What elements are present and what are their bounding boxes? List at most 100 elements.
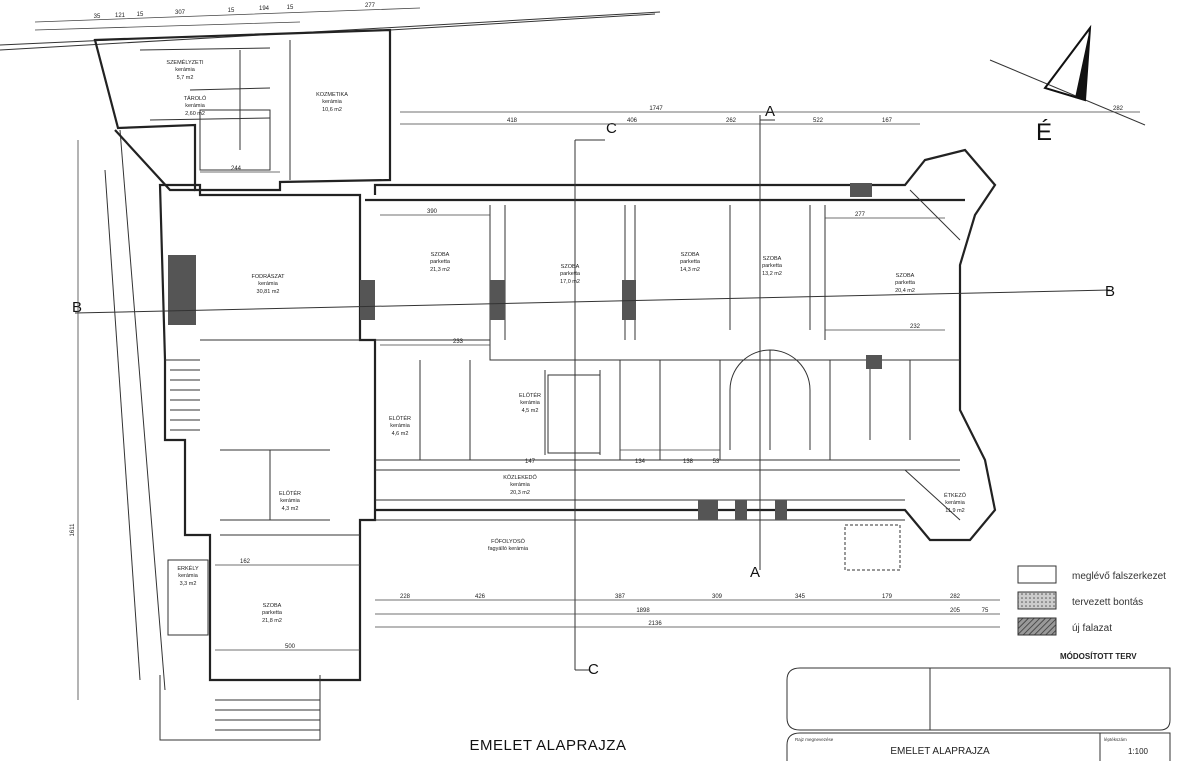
dimension-label: 390 (427, 209, 438, 215)
legend: meglévő falszerkezet tervezett bontás új… (1017, 565, 1166, 661)
dimension-label: 244 (231, 166, 242, 172)
section-a-top: A (765, 103, 775, 120)
room-label-text: 11,9 m2 (945, 508, 964, 514)
room-label-text: 2,60 m2 (185, 111, 205, 117)
dimension-label: 1747 (649, 106, 663, 112)
room-label-text: tervezett bontás (1072, 597, 1143, 608)
room-label-text: 30,81 m2 (257, 289, 280, 295)
room-label-text: 14,3 m2 (680, 267, 700, 273)
dimension-label: 309 (712, 594, 723, 600)
room-label-text: ELŐTÉR (519, 392, 541, 399)
dimension-label: 15 (228, 8, 235, 14)
room-label-text: kerámia (185, 103, 206, 109)
dimension-label: 426 (475, 594, 486, 600)
dimension-label: 262 (726, 118, 737, 124)
room-label-text: parketta (560, 271, 581, 277)
dimension-label: 75 (982, 608, 989, 614)
elevator-shaft (547, 374, 601, 454)
room-label-text: parketta (680, 259, 701, 265)
section-b-right: B (1105, 283, 1115, 300)
room-label-text: SZOBA (763, 256, 782, 262)
title-block-scale: 1:100 (1128, 747, 1149, 756)
dimension-label: 2136 (648, 621, 662, 627)
title-block-label: Rajz megnevezése (795, 737, 834, 742)
room-label-text: KOZMETIKA (316, 92, 348, 98)
site-boundary-lines (0, 11, 1146, 691)
room-label-text: SZEMÉLYZETI (166, 59, 204, 66)
room-label-text: ERKÉLY (177, 565, 199, 572)
dimension-label: 138 (683, 459, 694, 465)
dimension-label: 147 (525, 459, 536, 465)
legend-item-new-wall: új falazat (1017, 617, 1112, 636)
room-label-text: SZOBA (681, 252, 700, 258)
dimension-label: 35 (94, 14, 101, 20)
room-label-text: kerámia (510, 482, 531, 488)
new-wall-hatch (168, 255, 196, 325)
room-label-text: SZOBA (896, 273, 915, 279)
room-label-text: kerámia (322, 99, 343, 105)
room-label-text: fagyálló kerámia (488, 546, 529, 552)
room-label-text: 10,6 m2 (322, 107, 342, 113)
room-label-text: ÉTKEZŐ (944, 492, 967, 499)
dimension-label: 232 (910, 324, 921, 330)
room-label-text: 3,3 m2 (180, 581, 197, 587)
room-label-text: 17,0 m2 (560, 279, 580, 285)
dimension-label: 277 (365, 3, 376, 9)
room-label-text: KÖZLEKEDŐ (503, 474, 537, 481)
dimension-label: 167 (882, 118, 893, 124)
legend-item-demolition: tervezett bontás (1017, 591, 1143, 610)
room-label-text: parketta (895, 280, 916, 286)
west-wing-walls (158, 183, 377, 741)
dimension-label: 1898 (636, 608, 650, 614)
main-building-walls (360, 148, 997, 571)
room-label-text: 20,4 m2 (895, 288, 915, 294)
legend-item-existing: meglévő falszerkezet (1017, 565, 1166, 584)
dimension-label: 500 (285, 644, 296, 650)
room-label-text: SZOBA (561, 264, 580, 270)
room-label-text: SZOBA (431, 252, 450, 258)
dimension-label: 282 (950, 594, 961, 600)
dimension-label: 205 (950, 608, 961, 614)
modified-plan-note: MÓDOSÍTOTT TERV (1060, 652, 1137, 661)
north-label: É (1036, 119, 1052, 146)
north-wing-walls (93, 28, 392, 192)
dimension-label: 134 (635, 459, 646, 465)
dimension-label: 277 (855, 212, 866, 218)
room-label-text: kerámia (175, 67, 196, 73)
section-a-bottom: A (750, 564, 760, 581)
room-label-text: új falazat (1072, 623, 1112, 634)
room-label-text: ELŐTÉR (279, 490, 301, 497)
north-arrow: É (1036, 24, 1092, 146)
room-label-text: 4,6 m2 (392, 431, 409, 437)
room-label-text: FŐFOLYOSÓ (491, 538, 526, 545)
room-label-text: parketta (762, 263, 783, 269)
section-c-top: C (606, 120, 617, 137)
dimension-label: 345 (795, 594, 806, 600)
dimension-label: 282 (1113, 106, 1124, 112)
room-label-text: kerámia (520, 400, 541, 406)
room-label-text: 21,8 m2 (262, 618, 282, 624)
room-label-text: parketta (262, 610, 283, 616)
room-label-text: TÁROLÓ (184, 95, 207, 102)
dimension-label: 522 (813, 118, 824, 124)
room-label-text: 4,5 m2 (522, 408, 539, 414)
room-label-text: SZOBA (263, 603, 282, 609)
dimension-lines: 35 121 15 307 15 194 15 277 1747 282 418… (34, 3, 1140, 700)
